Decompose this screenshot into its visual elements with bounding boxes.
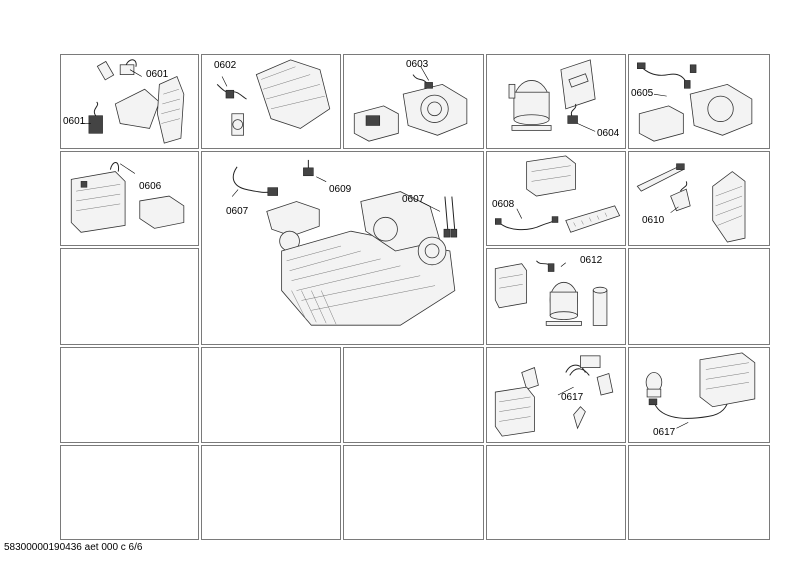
cell-empty-r5c5 [628,445,770,540]
label-0607-right: 0607 [402,194,425,205]
cell-0605: 0605 [628,54,770,149]
label-0609: 0609 [329,184,352,195]
label-0617-a: 0617 [561,392,584,403]
part-drawing-0617-b [645,352,756,429]
cell-empty-r3c1 [60,248,199,345]
cell-0607-main: 0607 0609 0607 [201,151,484,345]
cell-0612: 0612 [486,248,626,345]
cell-empty-r4c3 [343,347,484,443]
part-drawing-0612 [494,260,608,326]
part-drawing-0601 [81,59,185,144]
cell-0601: 0601 0601 [60,54,199,149]
label-0604: 0604 [597,128,620,139]
cell-empty-r4c2 [201,347,341,443]
cell-empty-r5c1 [60,445,199,540]
part-drawing-0617-a [494,355,614,437]
label-0605: 0605 [631,88,654,99]
label-0617-b: 0617 [653,427,676,438]
label-0607-left: 0607 [226,206,249,217]
cell-0617-a: 0617 [486,347,626,443]
cell-0610: 0610 [628,151,770,246]
document-footer-id: 58300000190436 aet 000 c 6/6 [4,542,143,553]
label-0612: 0612 [580,255,603,266]
cell-empty-r4c1 [60,347,199,443]
part-drawing-0606 [70,162,185,233]
cell-0606: 0606 [60,151,199,246]
cell-0602: 0602 [201,54,341,149]
label-0603: 0603 [406,59,429,70]
part-drawing-0603 [353,66,468,142]
label-0608: 0608 [492,199,515,210]
part-drawing-0602 [216,59,331,136]
label-0602: 0602 [214,60,237,71]
cell-0603: 0603 [343,54,484,149]
cell-empty-r3c5 [628,248,770,345]
label-0610: 0610 [642,215,665,226]
part-drawing-0610 [636,163,746,243]
cell-0604: 0604 [486,54,626,149]
cell-0617-b: 0617 [628,347,770,443]
cell-empty-r5c2 [201,445,341,540]
cell-empty-r5c3 [343,445,484,540]
label-0601-top: 0601 [146,69,169,80]
label-0601-bottom: 0601 [63,116,86,127]
part-drawing-0605 [637,62,753,142]
part-drawing-0608 [495,155,621,233]
cell-empty-r5c4 [486,445,626,540]
part-drawing-0604 [508,59,596,132]
part-drawing-0607-main [231,159,458,326]
cell-0608: 0608 [486,151,626,246]
label-0606: 0606 [139,181,162,192]
